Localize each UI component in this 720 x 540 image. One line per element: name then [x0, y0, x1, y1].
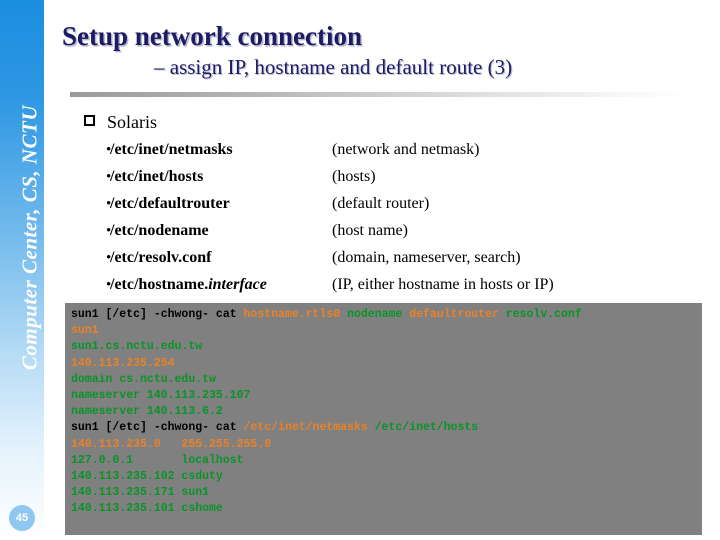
square-bullet-icon — [84, 115, 95, 128]
sidebar: Computer Center, CS, NCTU 45 — [0, 0, 44, 540]
page-number-badge: 45 — [9, 505, 35, 531]
list-item-description: (IP, either hostname in hosts or IP) — [332, 276, 554, 293]
dot-bullet-icon: • — [106, 142, 112, 158]
list-item-description: (host name) — [332, 222, 408, 239]
terminal-line: nameserver 140.113.6.2 — [71, 404, 702, 420]
list-item-description: (network and netmask) — [332, 141, 480, 158]
slide-title-block: Setup network connection – assign IP, ho… — [62, 21, 710, 79]
terminal-segment — [368, 421, 375, 434]
terminal-segment: /etc/inet/hosts — [374, 421, 479, 435]
terminal-segment: nameserver 140.113.235.107 — [71, 389, 251, 403]
list-item-path: /etc/inet/netmasks — [110, 141, 233, 158]
terminal-line: 140.113.235.171 sun1 — [71, 485, 702, 501]
terminal-line: sun1.cs.nctu.edu.tw — [71, 339, 702, 355]
terminal-output: sun1 [/etc] -chwong- cat hostname.rtls0 … — [65, 303, 702, 535]
dot-bullet-icon: • — [106, 250, 112, 266]
terminal-line: sun1 [/etc] -chwong- cat hostname.rtls0 … — [71, 307, 702, 323]
dot-bullet-icon: • — [106, 196, 112, 212]
dot-bullet-icon: • — [106, 277, 112, 293]
terminal-segment: defaultrouter — [409, 308, 499, 321]
terminal-line: sun1 [/etc] -chwong- cat /etc/inet/netma… — [71, 420, 702, 436]
sidebar-vertical-label: Computer Center, CS, NCTU — [17, 104, 42, 371]
list-item: •/etc/nodename (host name) — [84, 222, 714, 249]
list-item-path: /etc/hostname.interface — [110, 276, 267, 293]
terminal-segment: sun1 — [71, 324, 99, 338]
list-heading: Solaris — [84, 112, 714, 133]
content-area: Solaris •/etc/inet/netmasks(network and … — [84, 112, 714, 303]
list-item-path: /etc/inet/hosts — [110, 168, 204, 185]
terminal-line: nameserver 140.113.235.107 — [71, 388, 702, 404]
title-divider — [70, 92, 690, 97]
list-item-path: /etc/nodename — [110, 222, 209, 239]
terminal-segment: resolv.conf — [505, 308, 582, 321]
terminal-line: 127.0.0.1 localhost — [71, 453, 702, 469]
terminal-segment: sun1 [/etc] -chwong- cat — [71, 308, 244, 321]
file-list: •/etc/inet/netmasks(network and netmask)… — [84, 141, 714, 303]
list-item: •/etc/inet/netmasks (network and netmask) — [84, 141, 714, 168]
terminal-line: domain cs.nctu.edu.tw — [71, 372, 702, 388]
list-item: •/etc/resolv.conf (domain, nameserver, se… — [84, 249, 714, 276]
list-item-description: (domain, nameserver, search) — [332, 249, 521, 266]
terminal-line: 140.113.235.101 cshome — [71, 501, 702, 517]
terminal-segment: domain cs.nctu.edu.tw — [71, 372, 216, 386]
terminal-segment: 140.113.235.0 255.255.255.0 — [71, 437, 272, 451]
list-item-path-variable: interface — [208, 276, 267, 293]
dot-bullet-icon: • — [106, 223, 112, 239]
list-heading-label: Solaris — [107, 112, 158, 132]
list-item-path: /etc/defaultrouter — [110, 195, 230, 212]
terminal-segment — [499, 308, 506, 321]
page-subtitle: – assign IP, hostname and default route … — [154, 54, 513, 79]
terminal-segment: sun1.cs.nctu.edu.tw — [71, 340, 203, 354]
terminal-segment: 127.0.0.1 localhost — [71, 453, 244, 467]
terminal-segment: hostname.rtls0 — [243, 308, 341, 321]
list-item: •/etc/defaultrouter (default router) — [84, 195, 714, 222]
list-item: •/etc/hostname.interface (IP, either host… — [84, 276, 714, 303]
list-item-description: (default router) — [332, 195, 430, 212]
terminal-segment: 140.113.235.171 sun1 — [71, 486, 210, 500]
terminal-segment: nodename — [347, 308, 403, 321]
terminal-line: 140.113.235.0 255.255.255.0 — [71, 437, 702, 453]
page-title: Setup network connection — [62, 21, 363, 51]
list-item-path: /etc/resolv.conf — [110, 249, 212, 266]
terminal-line: sun1 — [71, 323, 702, 339]
dot-bullet-icon: • — [106, 169, 112, 185]
terminal-segment: 140.113.235.254 — [71, 356, 175, 370]
terminal-segment: sun1 [/etc] -chwong- cat — [71, 421, 244, 435]
terminal-line: 140.113.235.254 — [71, 356, 702, 372]
terminal-segment: /etc/inet/netmasks — [243, 421, 368, 435]
terminal-segment: 140.113.235.102 csduty — [71, 470, 223, 484]
terminal-segment: 140.113.235.101 cshome — [71, 502, 223, 516]
list-item-description: (hosts) — [332, 168, 376, 185]
list-item: •/etc/inet/hosts (hosts) — [84, 168, 714, 195]
terminal-segment: nameserver 140.113.6.2 — [71, 405, 223, 419]
terminal-line: 140.113.235.102 csduty — [71, 469, 702, 485]
